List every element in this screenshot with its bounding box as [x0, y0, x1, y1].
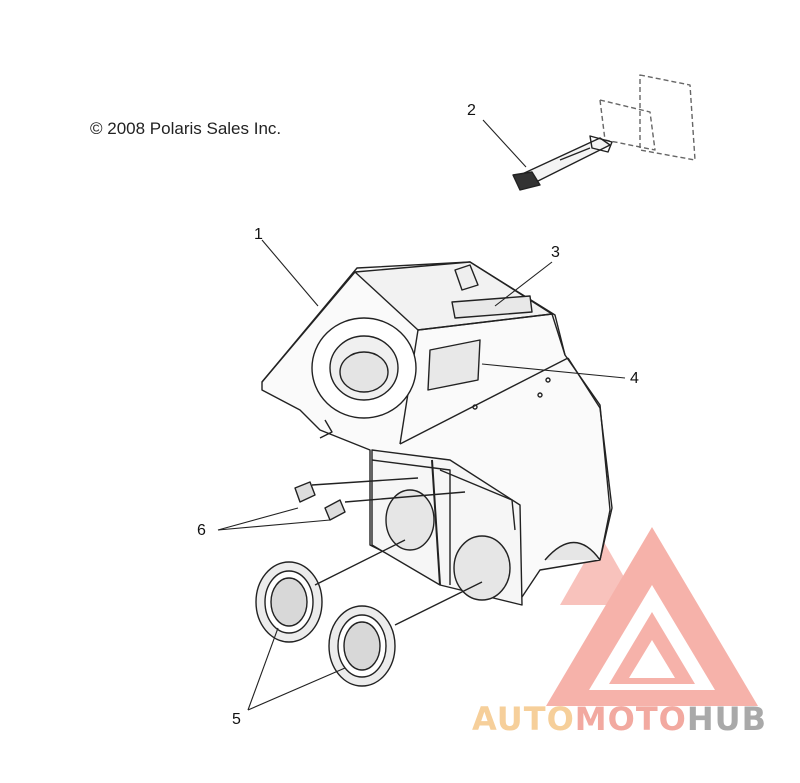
- callout-3: 3: [551, 244, 560, 261]
- watermark-logo: [546, 527, 758, 706]
- part-6-fittings: [294, 477, 466, 521]
- callout-4: 4: [630, 370, 639, 387]
- callout-6: 6: [197, 522, 206, 539]
- watermark-auto: AUTO: [472, 700, 575, 738]
- part-5-seals: [255, 539, 483, 687]
- part-2-strap: [512, 74, 696, 191]
- callout-5: 5: [232, 711, 241, 728]
- copyright-text: © 2008 Polaris Sales Inc.: [90, 119, 282, 138]
- watermark-hub: HUB: [686, 700, 768, 738]
- leader-lines: [217, 119, 626, 711]
- part-1-housing: [261, 261, 613, 606]
- callout-2: 2: [467, 102, 476, 119]
- callout-1: 1: [254, 226, 263, 243]
- watermark-moto: MOTO: [574, 700, 687, 738]
- watermark-text: AUTOMOTOHUB: [472, 700, 767, 738]
